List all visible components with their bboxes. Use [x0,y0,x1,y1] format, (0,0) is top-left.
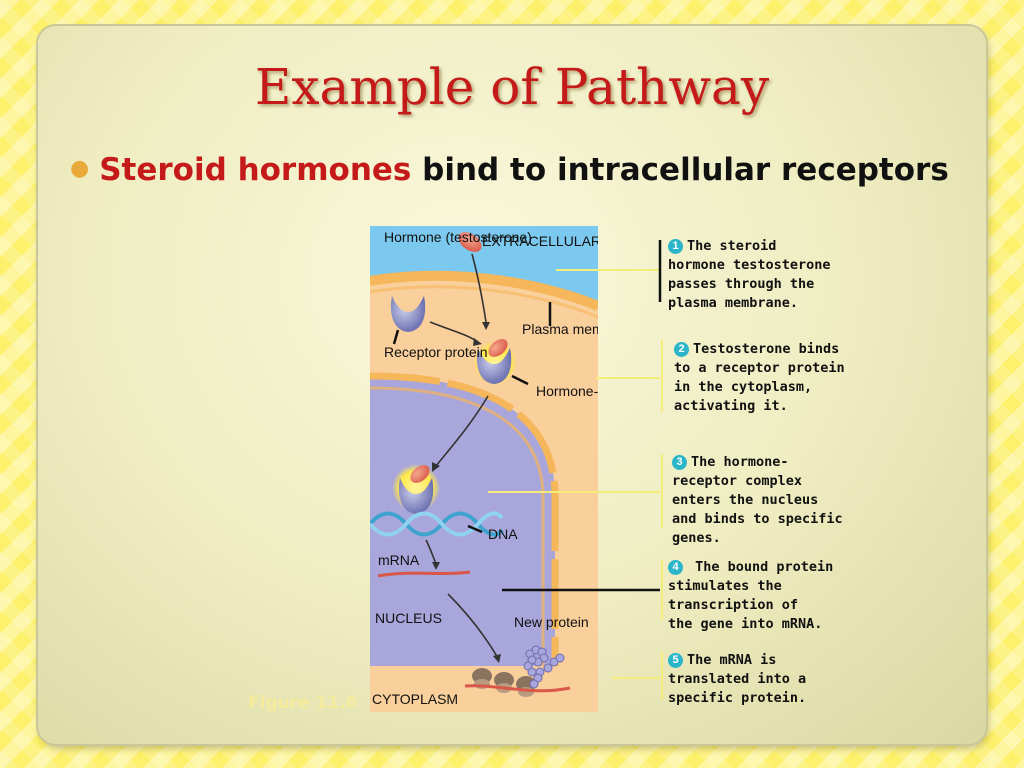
bullet-dot-icon: ● [70,156,90,181]
step-5-text: The mRNA is translated into a specific p… [668,652,807,706]
step-3-number: 3 [672,455,687,470]
step-1-text: The steroid hormone testosterone passes … [668,238,831,311]
label-dna: DNA [488,526,518,542]
mrna-strand-shape [377,570,471,578]
step-4-text: The bound protein stimulates the transcr… [668,559,834,632]
hormone-molecule-shape [458,232,482,252]
cell-illustration [370,226,598,712]
label-nucleus: NUCLEUS [375,610,442,626]
label-hormone: Hormone (testosterone) [384,229,532,245]
bullet-point: ● Steroid hormones bind to intracellular … [70,152,949,188]
label-extracellular-fluid: EXTRACELLULAR FLUID [482,233,598,249]
bullet-text: bind to intracellular receptors [411,152,949,188]
label-cytoplasm: CYTOPLASM [372,691,459,707]
step-5-number: 5 [668,653,683,668]
bullet-keyword: Steroid hormones [99,152,412,188]
step-1-number: 1 [668,239,683,254]
slide-title: Example of Pathway [254,58,770,116]
pathway-diagram: Hormone (testosterone) EXTRACELLULAR FLU… [370,226,598,712]
nuclear-envelope-shape [370,372,559,712]
step-3-text: The hormone- receptor complex enters the… [672,454,843,546]
ribosome-shapes [472,668,536,697]
label-hormone-receptor-complex: Hormone- receptor complex [536,383,598,399]
step-2-text: Testosterone binds to a receptor protein… [674,341,845,414]
new-protein-shape [523,645,565,689]
step-4-number: 4 [668,560,683,575]
nucleus-region [370,376,555,712]
label-new-protein: New protein [514,614,589,630]
figure-caption: Figure 11.6 [248,693,358,713]
step-4: 4 The bound protein stimulates the trans… [668,558,833,634]
plasma-membrane-shape [370,270,598,311]
label-plasma-membrane: Plasma membrane [522,321,598,337]
label-receptor-protein: Receptor protein [384,344,488,360]
step-2-number: 2 [674,342,689,357]
receptor-protein-shape [390,296,426,332]
label-mrna: mRNA [378,552,420,568]
